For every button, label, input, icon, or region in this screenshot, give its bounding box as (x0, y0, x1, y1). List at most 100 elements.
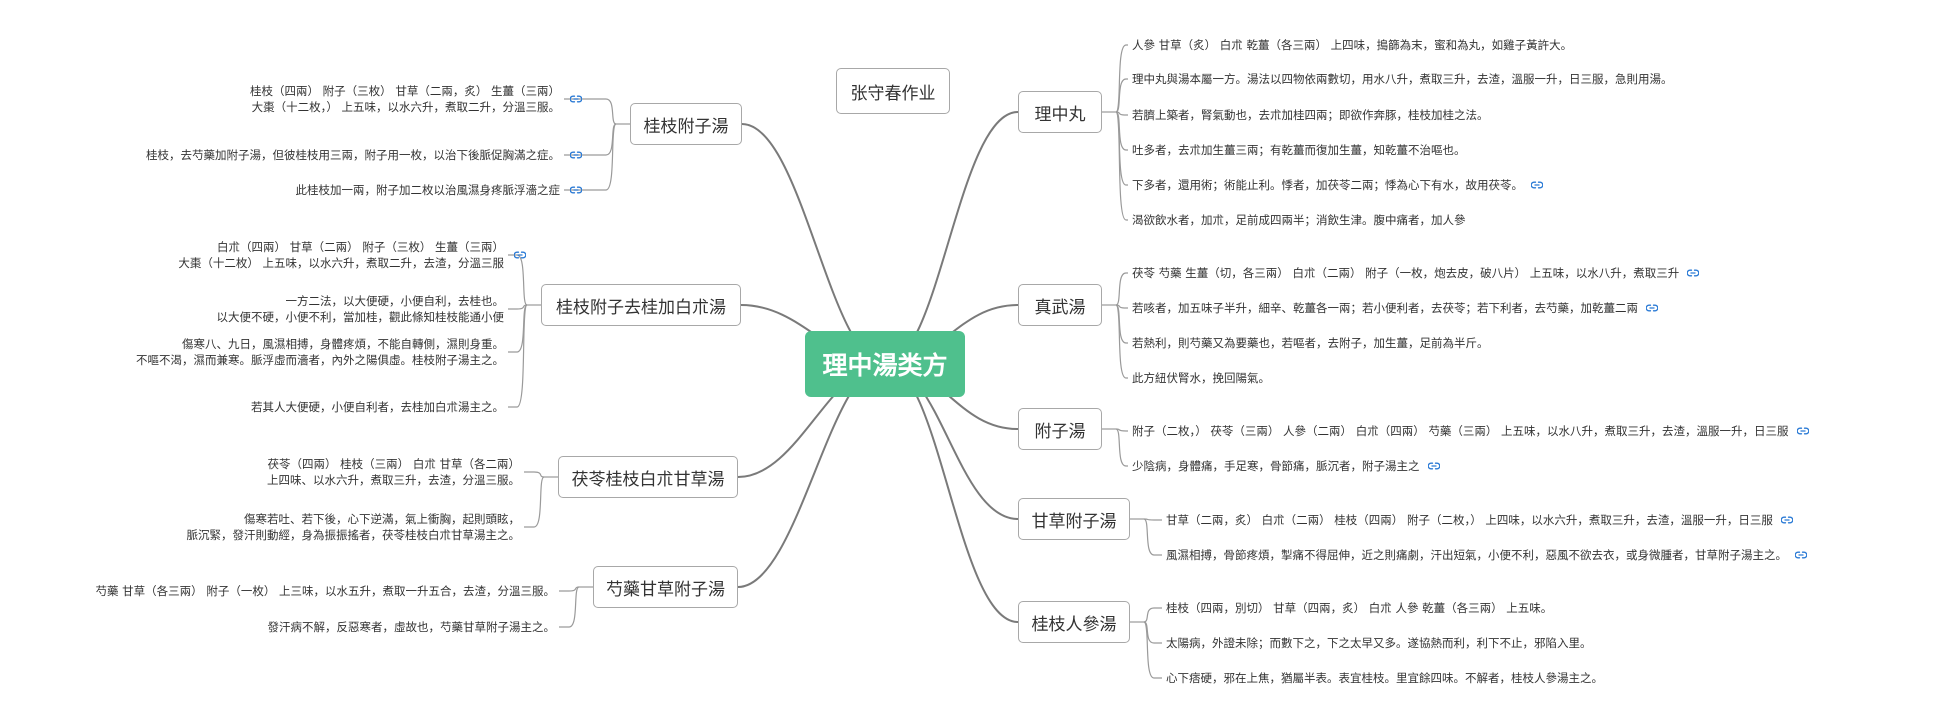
connector-line (524, 471, 545, 478)
leaf-text[interactable]: 心下痞硬，邪在上焦，猶屬半表。表宜桂枝。里宜餘四味。不解者，桂枝人參湯主之。 (1166, 670, 1603, 686)
connector-line (1115, 78, 1128, 113)
leaf-line: 脈沉緊，發汗則動經，身為振振搖者，茯苓桂枝白朮甘草湯主之。 (186, 528, 521, 542)
leaf-line: 桂枝（四兩） 附子（三枚） 甘草（二兩，炙） 生薑（三兩） (250, 84, 560, 98)
leaf-line: 芍藥 甘草（各三兩） 附子（一枚） 上三味，以水五升，煮取一升五合，去渣，分溫三… (95, 584, 555, 598)
leaf-text[interactable]: 桂枝，去芍藥加附子湯，但彼桂枝用三兩，附子用一枚，以治下後脈促胸滿之症。 (146, 147, 560, 163)
leaf-text[interactable]: 白朮（四兩） 甘草（二兩） 附子（三枚） 生薑（三兩） 大棗（十二枚） 上五味，以… (178, 239, 504, 271)
topic-zhenwu[interactable]: 真武湯 (1018, 284, 1102, 326)
leaf-line: 人參 甘草（炙） 白朮 乾薑（各三兩） 上四味，搗篩為末，蜜和為丸，如雞子黃許大… (1132, 38, 1573, 52)
leaf-text[interactable]: 一方二法，以大便硬，小便自利，去桂也。以大便不硬，小便不利，當加桂，觀此條知桂枝… (217, 293, 505, 325)
hyperlink-icon[interactable] (570, 95, 582, 103)
leaf-line: 理中丸與湯本屬一方。湯法以四物依兩數切，用水八升，煮取三升，去渣，溫服一升，日三… (1132, 72, 1673, 86)
connector-line (524, 476, 545, 528)
leaf-line: 風濕相搏，骨節疼煩，掣痛不得屈伸，近之則痛劇，汗出短氣，小便不利，惡風不欲去衣，… (1166, 548, 1787, 562)
leaf-line: 桂枝（四兩，別切） 甘草（四兩，炙） 白朮 人參 乾薑（各三兩） 上五味。 (1166, 601, 1553, 615)
connector-line (737, 363, 886, 588)
topic-lizhongwan[interactable]: 理中丸 (1018, 91, 1102, 133)
hyperlink-icon[interactable] (570, 186, 582, 194)
leaf-text[interactable]: 人參 甘草（炙） 白朮 乾薑（各三兩） 上四味，搗篩為末，蜜和為丸，如雞子黃許大… (1132, 37, 1572, 53)
hyperlink-icon[interactable] (1427, 462, 1440, 470)
leaf-line: 發汗病不解，反惡寒者，虛故也，芍藥甘草附子湯主之。 (267, 620, 556, 634)
leaf-text[interactable]: 渴欲飲水者，加朮，足前成四兩半；消飲生津。腹中痛者，加人參 (1132, 212, 1466, 228)
leaf-text[interactable]: 此桂枝加一兩，附子加二枚以治風濕身疼脈浮濇之症 (296, 182, 561, 198)
leaf-line: 甘草（二兩，炙） 白朮（二兩） 桂枝（四兩） 附子（二枚，） 上四味，以水六升，… (1166, 513, 1773, 527)
leaf-text[interactable]: 理中丸與湯本屬一方。湯法以四物依兩數切，用水八升，煮取三升，去渣，溫服一升，日三… (1132, 71, 1673, 87)
connector-line (1115, 111, 1128, 221)
leaf-line: 以大便不硬，小便不利，當加桂，觀此條知桂枝能通小便 (216, 310, 505, 324)
leaf-line: 此方紐伏腎水，挽回陽氣。 (1132, 371, 1270, 385)
leaf-line: 不嘔不渴，濕而兼寒。脈浮虛而濇者，內外之陽俱虛。桂枝附子湯主之。 (136, 353, 504, 367)
leaf-text[interactable]: 桂枝（四兩） 附子（三枚） 甘草（二兩，炙） 生薑（三兩） 大棗（十二枚，） 上五… (250, 83, 560, 115)
hyperlink-icon[interactable] (1531, 181, 1543, 189)
hyperlink-icon[interactable] (1795, 551, 1807, 559)
leaf-line: 心下痞硬，邪在上焦，猶屬半表。表宜桂枝。里宜餘四味。不解者，桂枝人參湯主之。 (1166, 671, 1603, 685)
topic-gancaofuzi[interactable]: 甘草附子湯 (1018, 498, 1130, 540)
leaf-line: 若其人大便硬，小便自利者，去桂加白朮湯主之。 (251, 400, 504, 414)
leaf-line: 茯苓 芍藥 生薑（切，各三兩） 白朮（二兩） 附子（一枚，炮去皮，破八片） 上五… (1132, 266, 1680, 280)
leaf-text[interactable]: 吐多者，去朮加生薑三兩；有乾薑而復加生薑，知乾薑不治嘔也。 (1132, 142, 1466, 158)
leaf-text[interactable]: 若臍上築者，腎氣動也，去朮加桂四兩；即欲作奔豚，桂枝加桂之法。 (1132, 107, 1489, 123)
connector-line (884, 111, 1019, 365)
leaf-text[interactable]: 甘草（二兩，炙） 白朮（二兩） 桂枝（四兩） 附子（二枚，） 上四味，以水六升，… (1166, 512, 1773, 528)
topic-quguijiabaizhu[interactable]: 桂枝附子去桂加白朮湯 (541, 284, 741, 326)
leaf-line: 吐多者，去朮加生薑三兩；有乾薑而復加生薑，知乾薑不治嘔也。 (1132, 143, 1466, 157)
leaf-text[interactable]: 下多者，還用術；術能止利。悸者，加茯苓二兩；悸為心下有水，故用茯苓。 (1132, 177, 1523, 193)
leaf-line: 大棗（十二枚） 上五味，以水六升，煮取二升，去渣，分溫三服 (178, 256, 504, 270)
leaf-line: 渴欲飲水者，加朮，足前成四兩半；消飲生津。腹中痛者，加人參 (1132, 213, 1466, 227)
connector-line (1143, 621, 1162, 679)
hyperlink-icon[interactable] (514, 251, 526, 259)
leaf-line: 若臍上築者，腎氣動也，去朮加桂四兩；即欲作奔豚，桂枝加桂之法。 (1132, 108, 1489, 122)
leaf-line: 白朮（四兩） 甘草（二兩） 附子（三枚） 生薑（三兩） (217, 240, 504, 254)
leaf-text[interactable]: 傷寒八、九日，風濕相搏，身體疼煩，不能自轉側，濕則身重。不嘔不渴，濕而兼寒。脈浮… (136, 336, 504, 368)
leaf-line: 一方二法，以大便硬，小便自利，去桂也。 (285, 294, 505, 308)
topic-shaoyaogancaofuzi[interactable]: 芍藥甘草附子湯 (593, 566, 738, 608)
connector-line (1115, 428, 1128, 467)
leaf-text[interactable]: 附子（二枚，） 茯苓（三兩） 人參（二兩） 白朮（四兩） 芍藥（三兩） 上五味，… (1132, 423, 1789, 439)
leaf-line: 傷寒八、九日，風濕相搏，身體疼煩，不能自轉側，濕則身重。 (182, 337, 504, 351)
leaf-line: 下多者，還用術；術能止利。悸者，加茯苓二兩；悸為心下有水，故用茯苓。 (1132, 178, 1523, 192)
leaf-line: 此桂枝加一兩，附子加二枚以治風濕身疼脈浮濇之症 (295, 183, 561, 197)
leaf-text[interactable]: 傷寒若吐、若下後，心下逆滿，氣上衝胸，起則頭眩， 脈沉緊，發汗則動經，身為振振搖者… (187, 511, 521, 543)
central-topic[interactable]: 理中湯类方 (805, 331, 965, 397)
leaf-text[interactable]: 發汗病不解，反惡寒者，虛故也，芍藥甘草附子湯主之。 (268, 619, 556, 635)
leaf-text[interactable]: 太陽病，外證未除；而數下之，下之太早又多。遂協熱而利，利下不止，邪陷入里。 (1166, 635, 1592, 651)
leaf-text[interactable]: 桂枝（四兩，別切） 甘草（四兩，炙） 白朮 人參 乾薑（各三兩） 上五味。 (1166, 600, 1552, 616)
leaf-line: 若咳者，加五味子半升，細辛、乾薑各一兩；若小便利者，去茯苓；若下利者，去芍藥，加… (1132, 301, 1638, 315)
hyperlink-icon[interactable] (1796, 427, 1809, 435)
topic-guizhirenshen[interactable]: 桂枝人參湯 (1018, 601, 1130, 643)
leaf-text[interactable]: 茯苓（四兩） 桂枝（三兩） 白朮 甘草（各二兩） 上四味、以水六升，煮取三升，去渣… (267, 456, 520, 488)
leaf-line: 附子（二枚，） 茯苓（三兩） 人參（二兩） 白朮（四兩） 芍藥（三兩） 上五味，… (1132, 424, 1789, 438)
leaf-text[interactable]: 風濕相搏，骨節疼煩，掣痛不得屈伸，近之則痛劇，汗出短氣，小便不利，惡風不欲去衣，… (1166, 547, 1787, 563)
leaf-line: 太陽病，外證未除；而數下之，下之太早又多。遂協熱而利，利下不止，邪陷入里。 (1166, 636, 1592, 650)
connector-line (884, 363, 1019, 623)
leaf-line: 大棗（十二枚，） 上五味，以水六升，煮取二升，分溫三服。 (251, 100, 560, 114)
floating-topic[interactable]: 张守春作业 (836, 68, 950, 114)
leaf-line: 上四味、以水六升，煮取三升，去渣，分溫三服。 (267, 473, 520, 487)
topic-fuzi[interactable]: 附子湯 (1018, 408, 1102, 450)
hyperlink-icon[interactable] (1780, 516, 1793, 524)
connector-line (1143, 518, 1162, 521)
leaf-line: 茯苓（四兩） 桂枝（三兩） 白朮 甘草（各二兩） (267, 457, 520, 471)
topic-guizhifuzi[interactable]: 桂枝附子湯 (630, 103, 742, 145)
leaf-text[interactable]: 此方紐伏腎水，挽回陽氣。 (1132, 370, 1270, 386)
leaf-line: 若熱利，則芍藥又為要藥也，若嘔者，去附子，加生薑，足前為半斤。 (1132, 336, 1489, 350)
leaf-line: 傷寒若吐、若下後，心下逆滿，氣上衝胸，起則頭眩， (244, 512, 520, 526)
connector-line (1115, 304, 1128, 379)
leaf-text[interactable]: 若其人大便硬，小便自利者，去桂加白朮湯主之。 (251, 399, 504, 415)
hyperlink-icon[interactable] (1687, 269, 1700, 277)
connector-line (564, 123, 617, 191)
connector-line (564, 98, 617, 125)
hyperlink-icon[interactable] (570, 151, 582, 159)
leaf-text[interactable]: 若咳者，加五味子半升，細辛、乾薑各一兩；若小便利者，去茯苓；若下利者，去芍藥，加… (1132, 300, 1638, 316)
leaf-line: 少陰病，身體痛，手足寒，骨節痛，脈沉者，附子湯主之 (1132, 459, 1420, 473)
topic-lingguizhugan[interactable]: 茯苓桂枝白朮甘草湯 (558, 456, 738, 498)
leaf-text[interactable]: 少陰病，身體痛，手足寒，骨節痛，脈沉者，附子湯主之 (1132, 458, 1420, 474)
leaf-text[interactable]: 芍藥 甘草（各三兩） 附子（一枚） 上三味，以水五升，煮取一升五合，去渣，分溫三… (96, 583, 555, 599)
connector-line (741, 123, 886, 365)
connector-line (508, 304, 528, 310)
hyperlink-icon[interactable] (1646, 304, 1658, 312)
leaf-text[interactable]: 若熱利，則芍藥又為要藥也，若嘔者，去附子，加生薑，足前為半斤。 (1132, 335, 1489, 351)
connector-line (508, 304, 528, 408)
leaf-text[interactable]: 茯苓 芍藥 生薑（切，各三兩） 白朮（二兩） 附子（一枚，炮去皮，破八片） 上五… (1132, 265, 1679, 281)
